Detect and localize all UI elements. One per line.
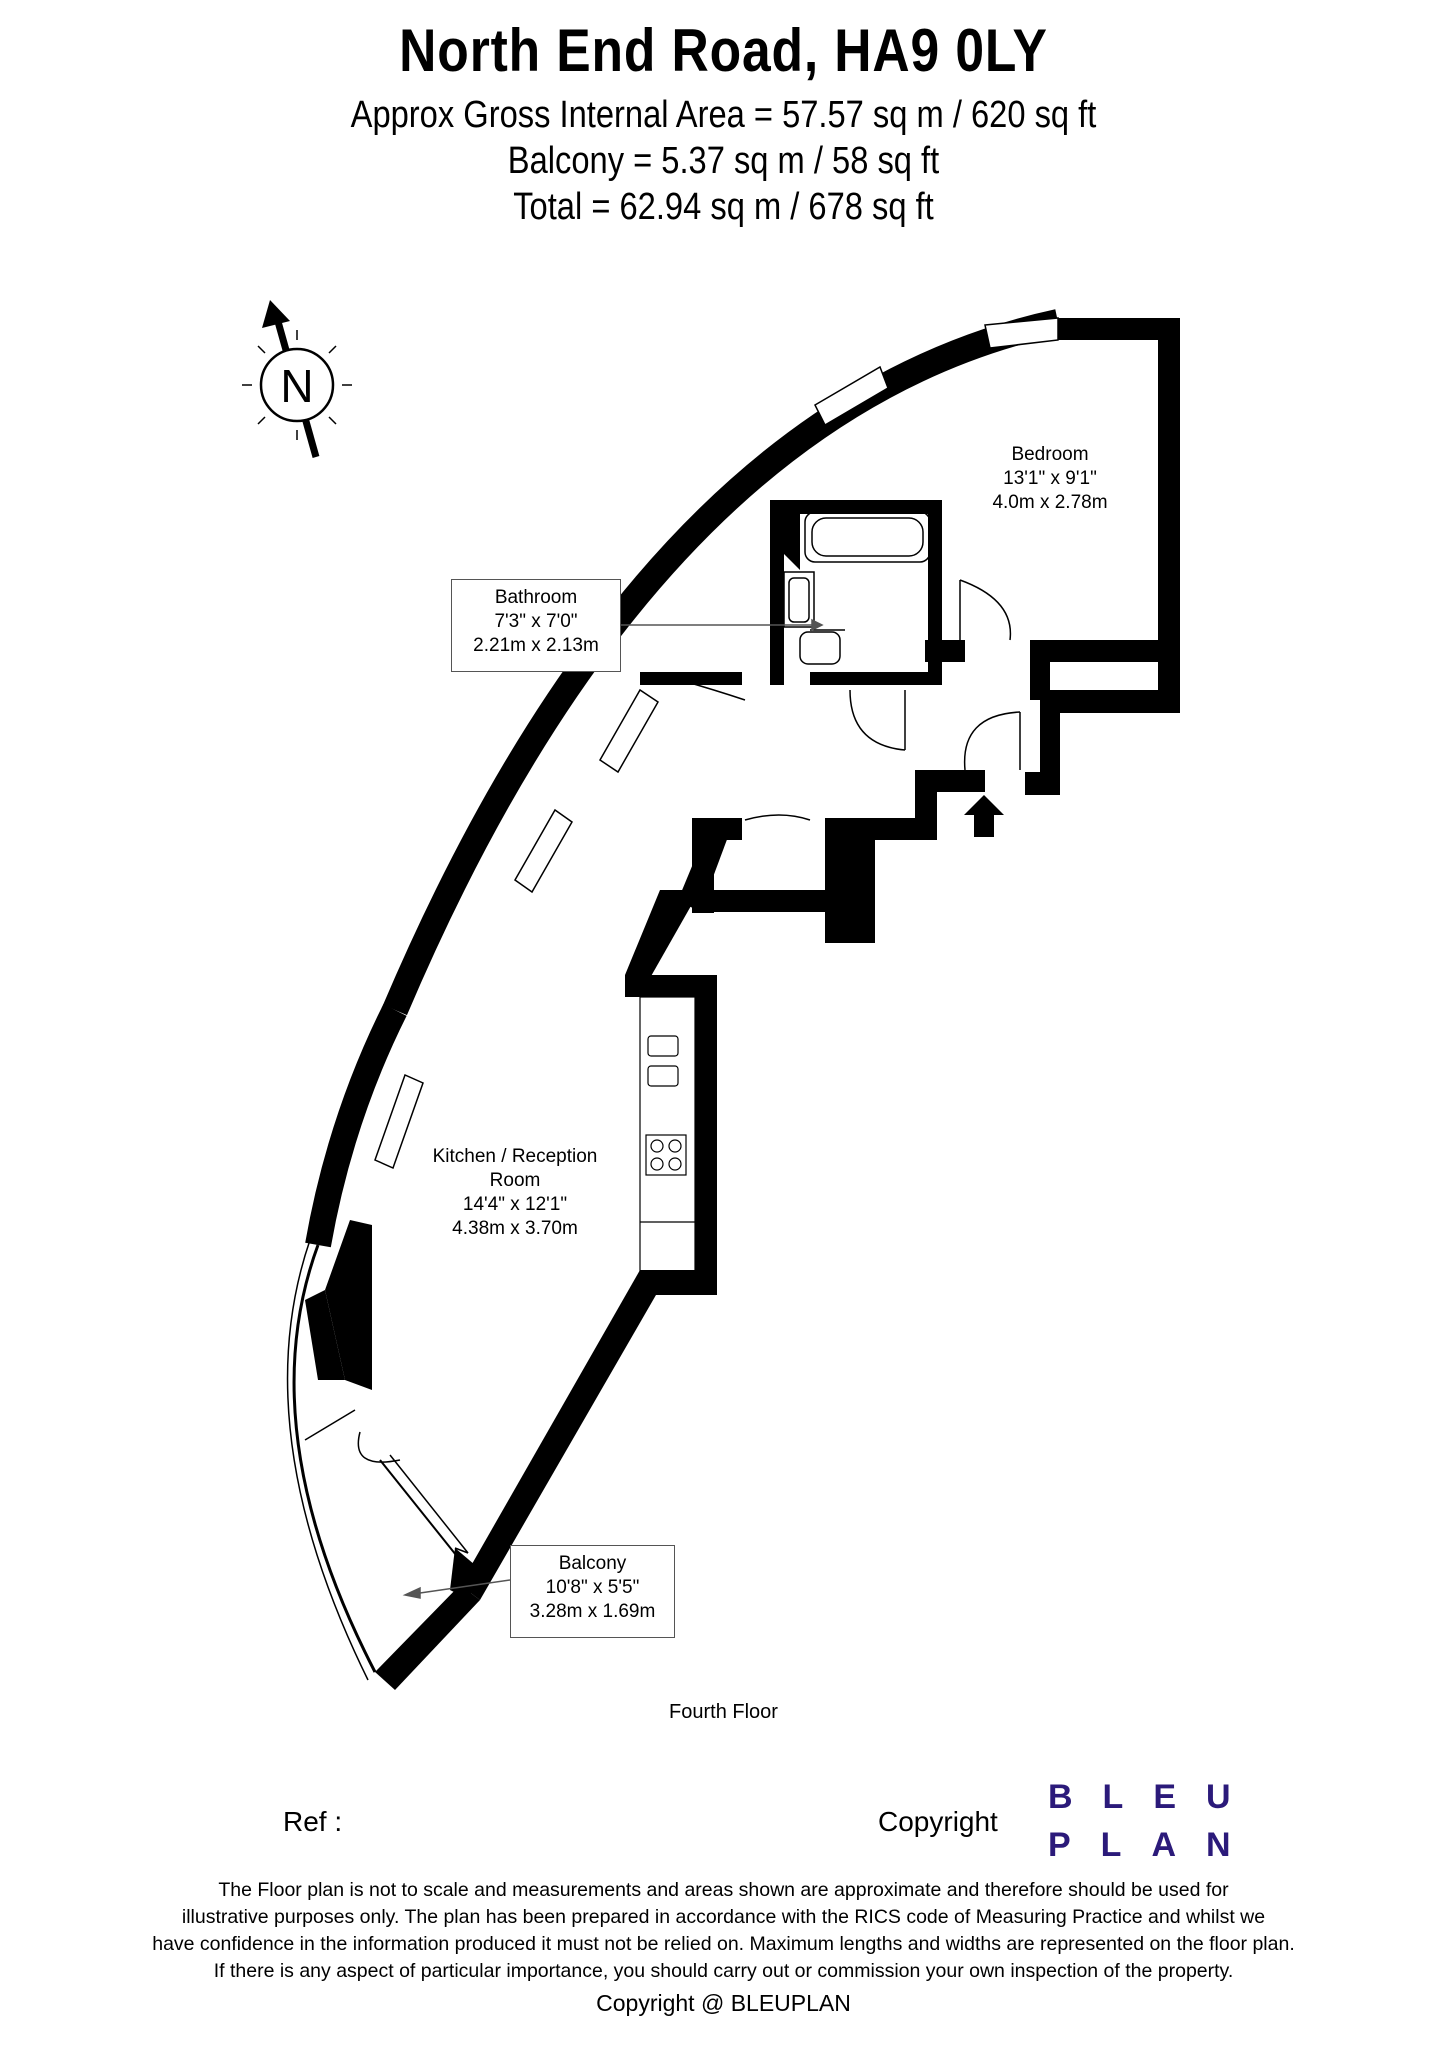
kitchen-name: Kitchen / Reception (432, 1146, 598, 1167)
balcony-imperial: 10'8" x 5'5" (545, 1577, 640, 1598)
bathtub-icon (804, 511, 931, 563)
compass-icon: N (242, 300, 352, 458)
balcony-label: Balcony 10'8" x 5'5" 3.28m x 1.69m (510, 1545, 675, 1638)
property-title: North End Road, HA9 0LY (399, 17, 1048, 84)
balcony-area: Balcony = 5.37 sq m / 58 sq ft (507, 140, 940, 182)
bedroom-name: Bedroom (1011, 444, 1089, 465)
bleuplan-logo: BLEU PLAN (1048, 1773, 1261, 1869)
sink-icon (647, 1035, 679, 1057)
balcony-name: Balcony (558, 1553, 627, 1574)
hob-icon (645, 1134, 687, 1176)
disclaimer-line-4: If there is any aspect of particular imp… (213, 1960, 1234, 1982)
disclaimer-line-3: have confidence in the information produ… (152, 1933, 1295, 1955)
compass-letter: N (280, 360, 313, 412)
bathroom-label: Bathroom 7'3" x 7'0" 2.21m x 2.13m (451, 579, 621, 672)
kitchen-metric: 4.38m x 3.70m (452, 1218, 578, 1239)
kitchen-imperial: 14'4" x 12'1" (462, 1194, 568, 1215)
bedroom-imperial: 13'1" x 9'1" (1003, 468, 1097, 489)
disclaimer-line-1: The Floor plan is not to scale and measu… (218, 1879, 1229, 1901)
logo-line-1: BLEU (1048, 1778, 1261, 1816)
disclaimer: The Floor plan is not to scale and measu… (100, 1877, 1347, 1985)
bedroom-label: Bedroom 13'1" x 9'1" 4.0m x 2.78m (985, 443, 1115, 515)
bathroom-imperial: 7'3" x 7'0" (494, 611, 578, 632)
floor-label: Fourth Floor (669, 1701, 778, 1723)
exterior-wall (305, 309, 1061, 1248)
doors (304, 579, 1021, 1463)
kitchen-label: Kitchen / Reception Room 14'4" x 12'1" 4… (415, 1145, 615, 1241)
bathroom-name: Bathroom (494, 587, 578, 608)
kitchen-counter (639, 996, 696, 1273)
gross-internal-area: Approx Gross Internal Area = 57.57 sq m … (350, 94, 1097, 136)
bathroom-metric: 2.21m x 2.13m (473, 635, 599, 656)
callout-lines (402, 618, 824, 1599)
balcony-outline (286, 1239, 469, 1681)
sink-icon (783, 571, 815, 628)
balcony-metric: 3.28m x 1.69m (529, 1601, 656, 1622)
copyright-label: Copyright (878, 1806, 998, 1837)
disclaimer-line-2: illustrative purposes only. The plan has… (181, 1906, 1266, 1928)
bedroom-metric: 4.0m x 2.78m (992, 492, 1108, 513)
windows (374, 317, 1059, 1170)
copyright-footer: Copyright @ BLEUPLAN (596, 1990, 851, 2016)
toilet-icon (799, 631, 841, 665)
interior-walls (305, 318, 1180, 1690)
bathroom-fixtures (783, 511, 931, 665)
kitchen-name-2: Room (489, 1170, 541, 1191)
total-area: Total = 62.94 sq m / 678 sq ft (513, 186, 934, 228)
reference-label: Ref : (283, 1806, 343, 1837)
logo-line-2: PLAN (1048, 1826, 1261, 1864)
